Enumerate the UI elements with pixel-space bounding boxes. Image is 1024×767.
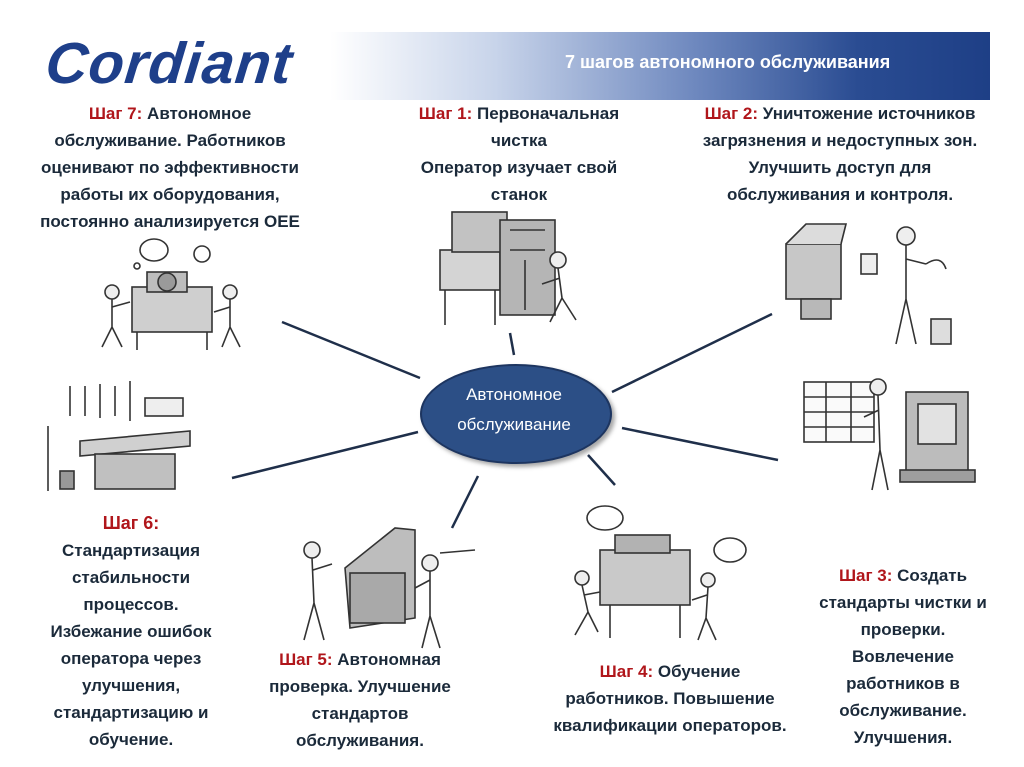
- step4-text: Шаг 4: Обучение работников. Повышение кв…: [553, 662, 787, 735]
- step3-label: Шаг 3:: [838, 566, 893, 585]
- connector-step7: [281, 320, 421, 380]
- step3-illustration: [803, 378, 976, 491]
- step7-label: Шаг 7:: [88, 104, 143, 123]
- connector-step1: [508, 332, 516, 356]
- connector-step3: [621, 426, 779, 462]
- step4-label: Шаг 4:: [599, 662, 654, 681]
- connector-step5: [450, 475, 480, 529]
- step3-text: Шаг 3: Создать стандарты чистки и провер…: [819, 566, 987, 747]
- connector-step6: [231, 430, 419, 480]
- step7-text: Шаг 7: Автономное обслуживание. Работник…: [40, 104, 300, 231]
- header-banner: [330, 32, 990, 100]
- center-hub-text: Автономное обслуживание: [420, 380, 608, 440]
- step4-illustration: [574, 505, 747, 641]
- step5-illustration: [303, 527, 476, 649]
- step1-label: Шаг 1:: [418, 104, 473, 123]
- step1-text: Шаг 1: Первоначальная чистка Оператор из…: [418, 104, 620, 204]
- step2-text: Шаг 2: Уничтожение источников загрязнени…: [702, 104, 978, 204]
- step2-label: Шаг 2:: [704, 104, 759, 123]
- connector-step4: [587, 454, 616, 486]
- step7-illustration: [101, 238, 241, 350]
- step2-illustration: [785, 223, 952, 345]
- page-title: 7 шагов автономного обслуживания: [565, 52, 891, 72]
- step5-text: Шаг 5: Автономная проверка. Улучшение ст…: [269, 650, 451, 750]
- step6-illustration: [47, 381, 191, 491]
- step1-illustration: [439, 211, 577, 325]
- center-hub-line2: обслуживание: [457, 415, 571, 434]
- center-hub-line1: Автономное: [466, 385, 562, 404]
- step5-label: Шаг 5:: [279, 650, 333, 669]
- connector-step2: [611, 312, 773, 394]
- center-hub: [420, 364, 612, 464]
- step6-label: Шаг 6:: [102, 513, 160, 533]
- step6-text: Шаг 6: Стандартизация стабильности проце…: [16, 510, 246, 753]
